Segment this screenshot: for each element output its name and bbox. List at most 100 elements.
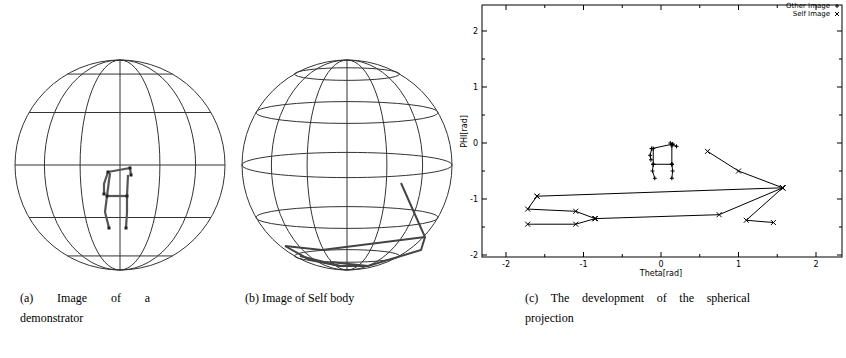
- meridian: [307, 60, 387, 270]
- x-tick: [699, 5, 700, 257]
- plot-line: [653, 149, 654, 165]
- meridian: [242, 60, 452, 270]
- x-tick: [583, 5, 584, 257]
- joint: [107, 171, 110, 174]
- plot-line: [528, 196, 595, 218]
- limb: [300, 256, 340, 266]
- latitude: [68, 74, 173, 75]
- cross-marker: [835, 12, 839, 16]
- plus-marker: [670, 144, 674, 148]
- x-tick-label: -2: [502, 260, 510, 269]
- limb: [330, 262, 368, 266]
- limb: [107, 173, 110, 196]
- joint: [129, 167, 132, 170]
- legend-markers: [835, 4, 839, 16]
- plus-marker: [653, 176, 657, 180]
- y-tick-label: 1: [473, 83, 478, 92]
- plus-marker: [670, 162, 674, 166]
- x-tick: [738, 5, 739, 257]
- y-tick: [482, 31, 842, 32]
- meridian: [271, 60, 422, 270]
- joint: [125, 227, 128, 230]
- y-tick-label: 0: [473, 139, 478, 148]
- y-tick-label: -1: [470, 195, 478, 204]
- plot-line: [528, 219, 595, 225]
- self-image-plot: [528, 151, 783, 224]
- plot-line: [537, 188, 783, 196]
- latitude: [295, 68, 400, 81]
- other-image-plot: [650, 143, 676, 178]
- cross-marker: [593, 216, 598, 221]
- y-tick: [482, 115, 842, 116]
- y-tick: [482, 255, 842, 256]
- plot-line: [671, 146, 672, 164]
- y-tick-label: -2: [470, 251, 478, 260]
- limb: [105, 196, 109, 228]
- sphere-b: [242, 60, 452, 270]
- latitude: [256, 102, 438, 124]
- y-tick: [482, 199, 842, 200]
- limb: [126, 196, 127, 228]
- x-tick-label: 1: [736, 260, 741, 269]
- x-tick: [777, 5, 778, 257]
- cross-markers: [525, 149, 785, 227]
- axes-box: [482, 5, 842, 257]
- plus-marker: [651, 162, 655, 166]
- x-tick: [622, 5, 623, 257]
- x-tick-label: 2: [813, 260, 818, 269]
- cross-marker: [780, 185, 785, 190]
- meridian: [347, 60, 348, 270]
- latitude: [15, 165, 225, 166]
- cross-marker: [780, 185, 785, 190]
- x-tick-label: -1: [580, 260, 588, 269]
- cross-marker: [780, 185, 785, 190]
- plot-line: [708, 151, 783, 187]
- joint: [103, 193, 106, 196]
- plus-marker: [670, 162, 674, 166]
- latitude: [29, 217, 211, 218]
- latitude: [242, 152, 452, 177]
- y-tick: [482, 59, 842, 60]
- cross-marker: [744, 218, 749, 223]
- legend-text: Other Image: [786, 2, 830, 10]
- plus-marker: [651, 162, 655, 166]
- cross-marker: [593, 216, 598, 221]
- plus-marker: [670, 162, 674, 166]
- x-tick-label: 0: [658, 260, 663, 269]
- cross-marker: [717, 212, 722, 217]
- joint: [106, 195, 109, 198]
- plus-marker: [651, 147, 655, 151]
- joint: [126, 195, 129, 198]
- limb: [127, 175, 128, 196]
- latitude: [29, 112, 211, 113]
- axis-title: PHI[rad]: [460, 115, 469, 148]
- plus-marker: [650, 169, 654, 173]
- plus-marker: [670, 176, 674, 180]
- plus-marker: [649, 158, 653, 162]
- cross-marker: [736, 169, 741, 174]
- y-tick: [482, 171, 842, 172]
- x-tick: [661, 5, 662, 257]
- limb: [285, 183, 425, 266]
- y-tick-label: 2: [473, 27, 478, 36]
- plus-marker: [651, 162, 655, 166]
- joint: [130, 174, 133, 177]
- plus-marker: [675, 144, 679, 148]
- latitude: [68, 255, 173, 256]
- cross-marker: [593, 216, 598, 221]
- plus-marker: [671, 169, 675, 173]
- plus-marker: [835, 4, 839, 8]
- latitude: [256, 207, 438, 229]
- demonstrator-figure: [104, 168, 131, 228]
- y-tick: [482, 87, 842, 88]
- cross-marker: [705, 149, 710, 154]
- plot-line: [746, 188, 782, 223]
- cross-marker: [535, 194, 540, 199]
- cross-marker: [525, 207, 530, 212]
- plus-markers: [648, 141, 678, 180]
- joint: [108, 227, 111, 230]
- sphere-a: [15, 60, 225, 270]
- y-tick: [482, 227, 842, 228]
- x-tick: [544, 5, 545, 257]
